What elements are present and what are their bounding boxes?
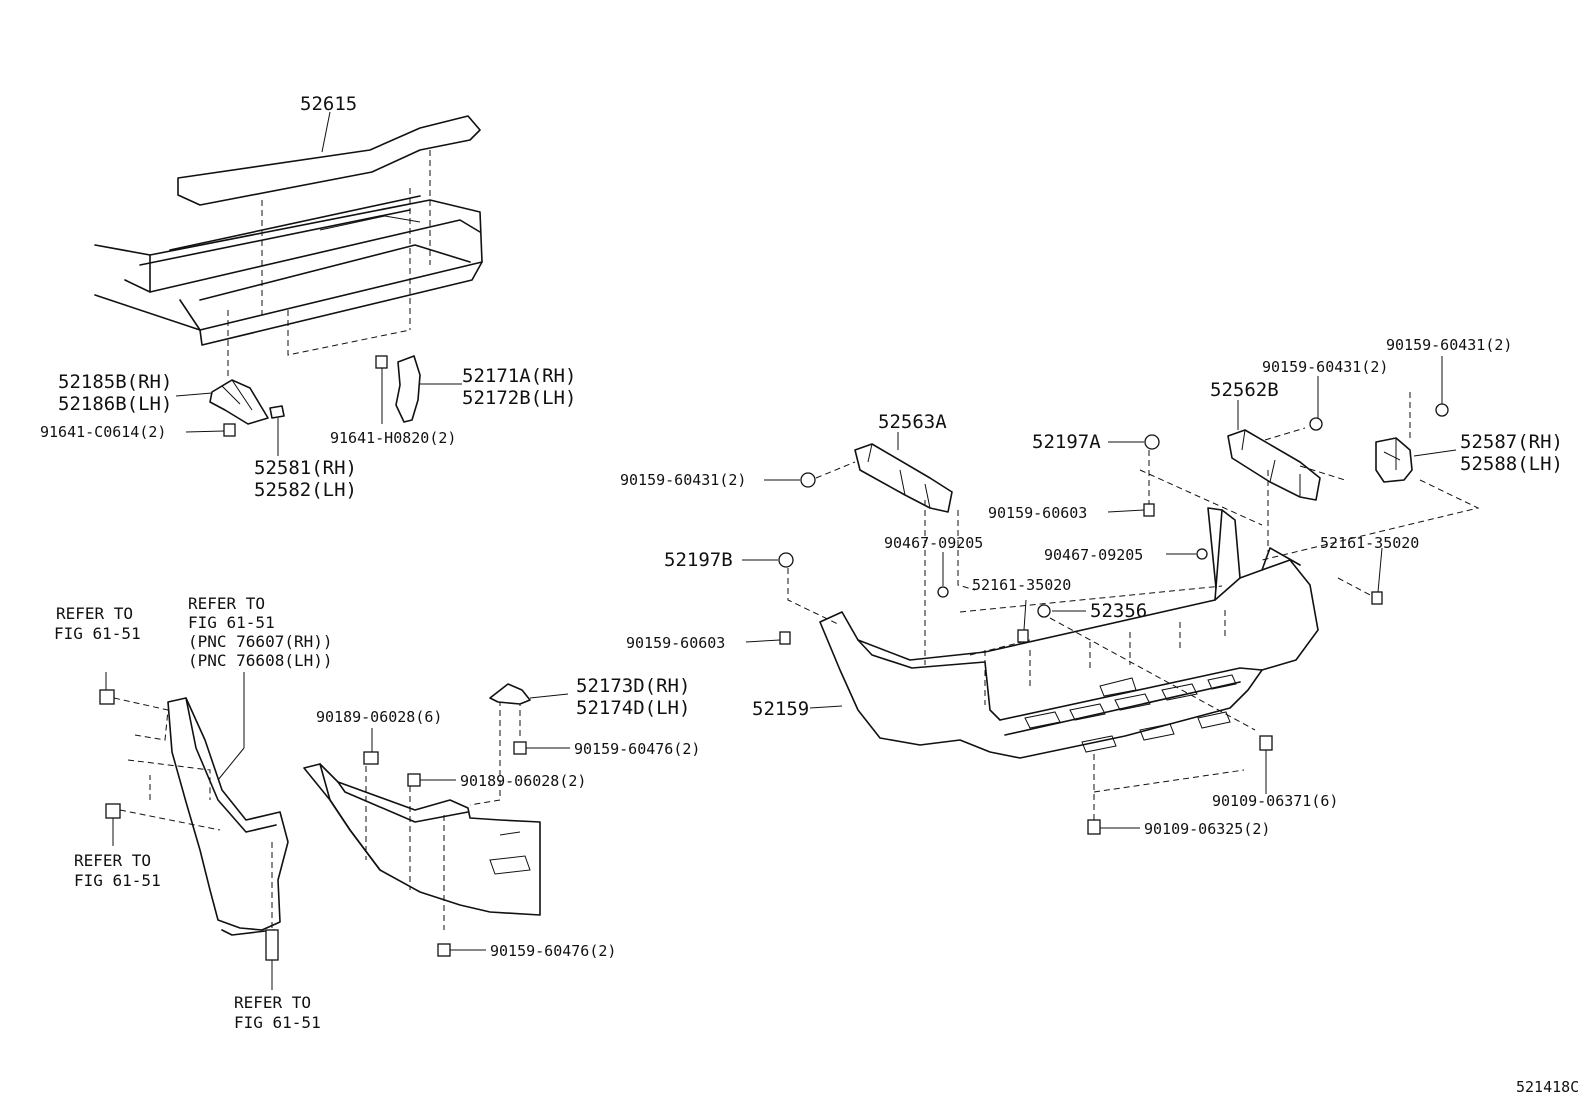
label-90189-06028-6: 90189-06028(6) (316, 708, 442, 726)
label-90109-06371: 90109-06371(6) (1212, 792, 1338, 810)
label-52185b: 52185B(RH) (58, 371, 172, 393)
bracket-52185b (209, 379, 269, 425)
label-52159: 52159 (752, 698, 809, 720)
ref-note-4-line1: REFER TO (234, 993, 311, 1012)
diagram-code: 521418C (1516, 1078, 1579, 1096)
label-90189-06028-2: 90189-06028(2) (460, 772, 586, 790)
label-52582: 52582(LH) (254, 479, 357, 501)
label-52171a: 52171A(RH) (462, 365, 576, 387)
reinforcement-assembly (94, 111, 483, 456)
label-52615: 52615 (300, 93, 357, 115)
clip-52197b (742, 552, 841, 626)
label-52581: 52581(RH) (254, 457, 357, 479)
label-91641-h0820: 91641-H0820(2) (330, 429, 456, 447)
ref-note-2-line3: (PNC 76607(RH)) (188, 632, 333, 651)
label-52172b: 52172B(LH) (462, 387, 576, 409)
label-52356: 52356 (1090, 600, 1147, 622)
clip-90189-06028-2 (407, 773, 456, 787)
ref-note-2-line4: (PNC 76608(LH)) (188, 651, 333, 670)
label-91641-c0614: 91641-C0614(2) (40, 423, 166, 441)
clip-90467-09205-a (937, 552, 949, 598)
ref-note-2-line1: REFER TO (188, 594, 265, 613)
ref-note-2-line2: FIG 61-51 (188, 613, 275, 632)
screw-90159-60476-b (437, 943, 486, 957)
bracket-52173d (489, 683, 531, 705)
label-52186b: 52186B(LH) (58, 393, 172, 415)
nut-52356 (1037, 604, 1256, 731)
label-90159-60476-a: 90159-60476(2) (574, 740, 700, 758)
mudguard-assembly (99, 672, 570, 990)
ref-note-3-line1: REFER TO (74, 851, 151, 870)
label-52588: 52588(LH) (1460, 453, 1563, 475)
label-90159-60431-b: 90159-60431(2) (1262, 358, 1388, 376)
ref-note-3-line2: FIG 61-51 (74, 871, 161, 890)
screw-52161-35020-a (1017, 599, 1029, 643)
label-90159-60431-a: 90159-60431(2) (620, 471, 746, 489)
bracket-52171a (395, 355, 421, 423)
label-52562b: 52562B (1210, 379, 1279, 401)
energy-absorber-52615 (177, 115, 481, 206)
label-90109-06325: 90109-06325(2) (1144, 820, 1270, 838)
label-90159-60603-a: 90159-60603 (626, 634, 725, 652)
label-52173d: 52173D(RH) (576, 675, 690, 697)
label-90159-60431-c: 90159-60431(2) (1386, 336, 1512, 354)
label-52563a: 52563A (878, 411, 947, 433)
screw-90159-60603-a (745, 631, 791, 645)
screw-mudguard-top (99, 672, 169, 741)
screw-90159-60476-a (513, 741, 570, 755)
ref-note-1-line2: FIG 61-51 (54, 624, 141, 643)
label-52161-35020-a: 52161-35020 (972, 576, 1071, 594)
label-52161-35020-b: 52161-35020 (1320, 534, 1419, 552)
label-52197a: 52197A (1032, 431, 1101, 453)
bolt-90109-06325 (1087, 754, 1245, 835)
bolt-mudguard-bottom (265, 842, 279, 990)
bolt-91641-h0820 (375, 355, 388, 424)
clip-52581 (269, 405, 285, 419)
bolt-91641-c0614 (185, 423, 236, 437)
bumper-cover-assembly (742, 356, 1480, 835)
label-90467-09205-b: 90467-09205 (1044, 546, 1143, 564)
ref-note-1-line1: REFER TO (56, 604, 133, 623)
screw-90159-60603-b (1107, 450, 1155, 517)
screw-52161-35020-b (1337, 547, 1383, 605)
label-90159-60603-b: 90159-60603 (988, 504, 1087, 522)
clip-52197a (1108, 434, 1160, 450)
mudguard (167, 697, 289, 931)
bolt-90109-06371 (1259, 735, 1273, 794)
bumper-cover-52159 (819, 559, 1319, 759)
part-labels: 52615 52185B(RH) 52186B(LH) 91641-C0614(… (40, 93, 1579, 1096)
screw-90159-60431-c (1435, 356, 1449, 417)
frame-rail (94, 199, 483, 331)
screw-90159-60431-a (764, 461, 856, 488)
label-52174d: 52174D(LH) (576, 697, 690, 719)
label-52197b: 52197B (664, 549, 733, 571)
label-90467-09205-a: 90467-09205 (884, 534, 983, 552)
clip-90467-09205-b (1166, 548, 1208, 560)
screw-mudguard-mid (105, 759, 221, 846)
screw-90159-60431-b (1309, 376, 1323, 431)
bracket-52587 (1375, 437, 1413, 483)
label-90159-60476-b: 90159-60476(2) (490, 942, 616, 960)
ref-note-4-line2: FIG 61-51 (234, 1013, 321, 1032)
label-52587: 52587(RH) (1460, 431, 1563, 453)
clip-90189-06028-6 (363, 728, 379, 765)
